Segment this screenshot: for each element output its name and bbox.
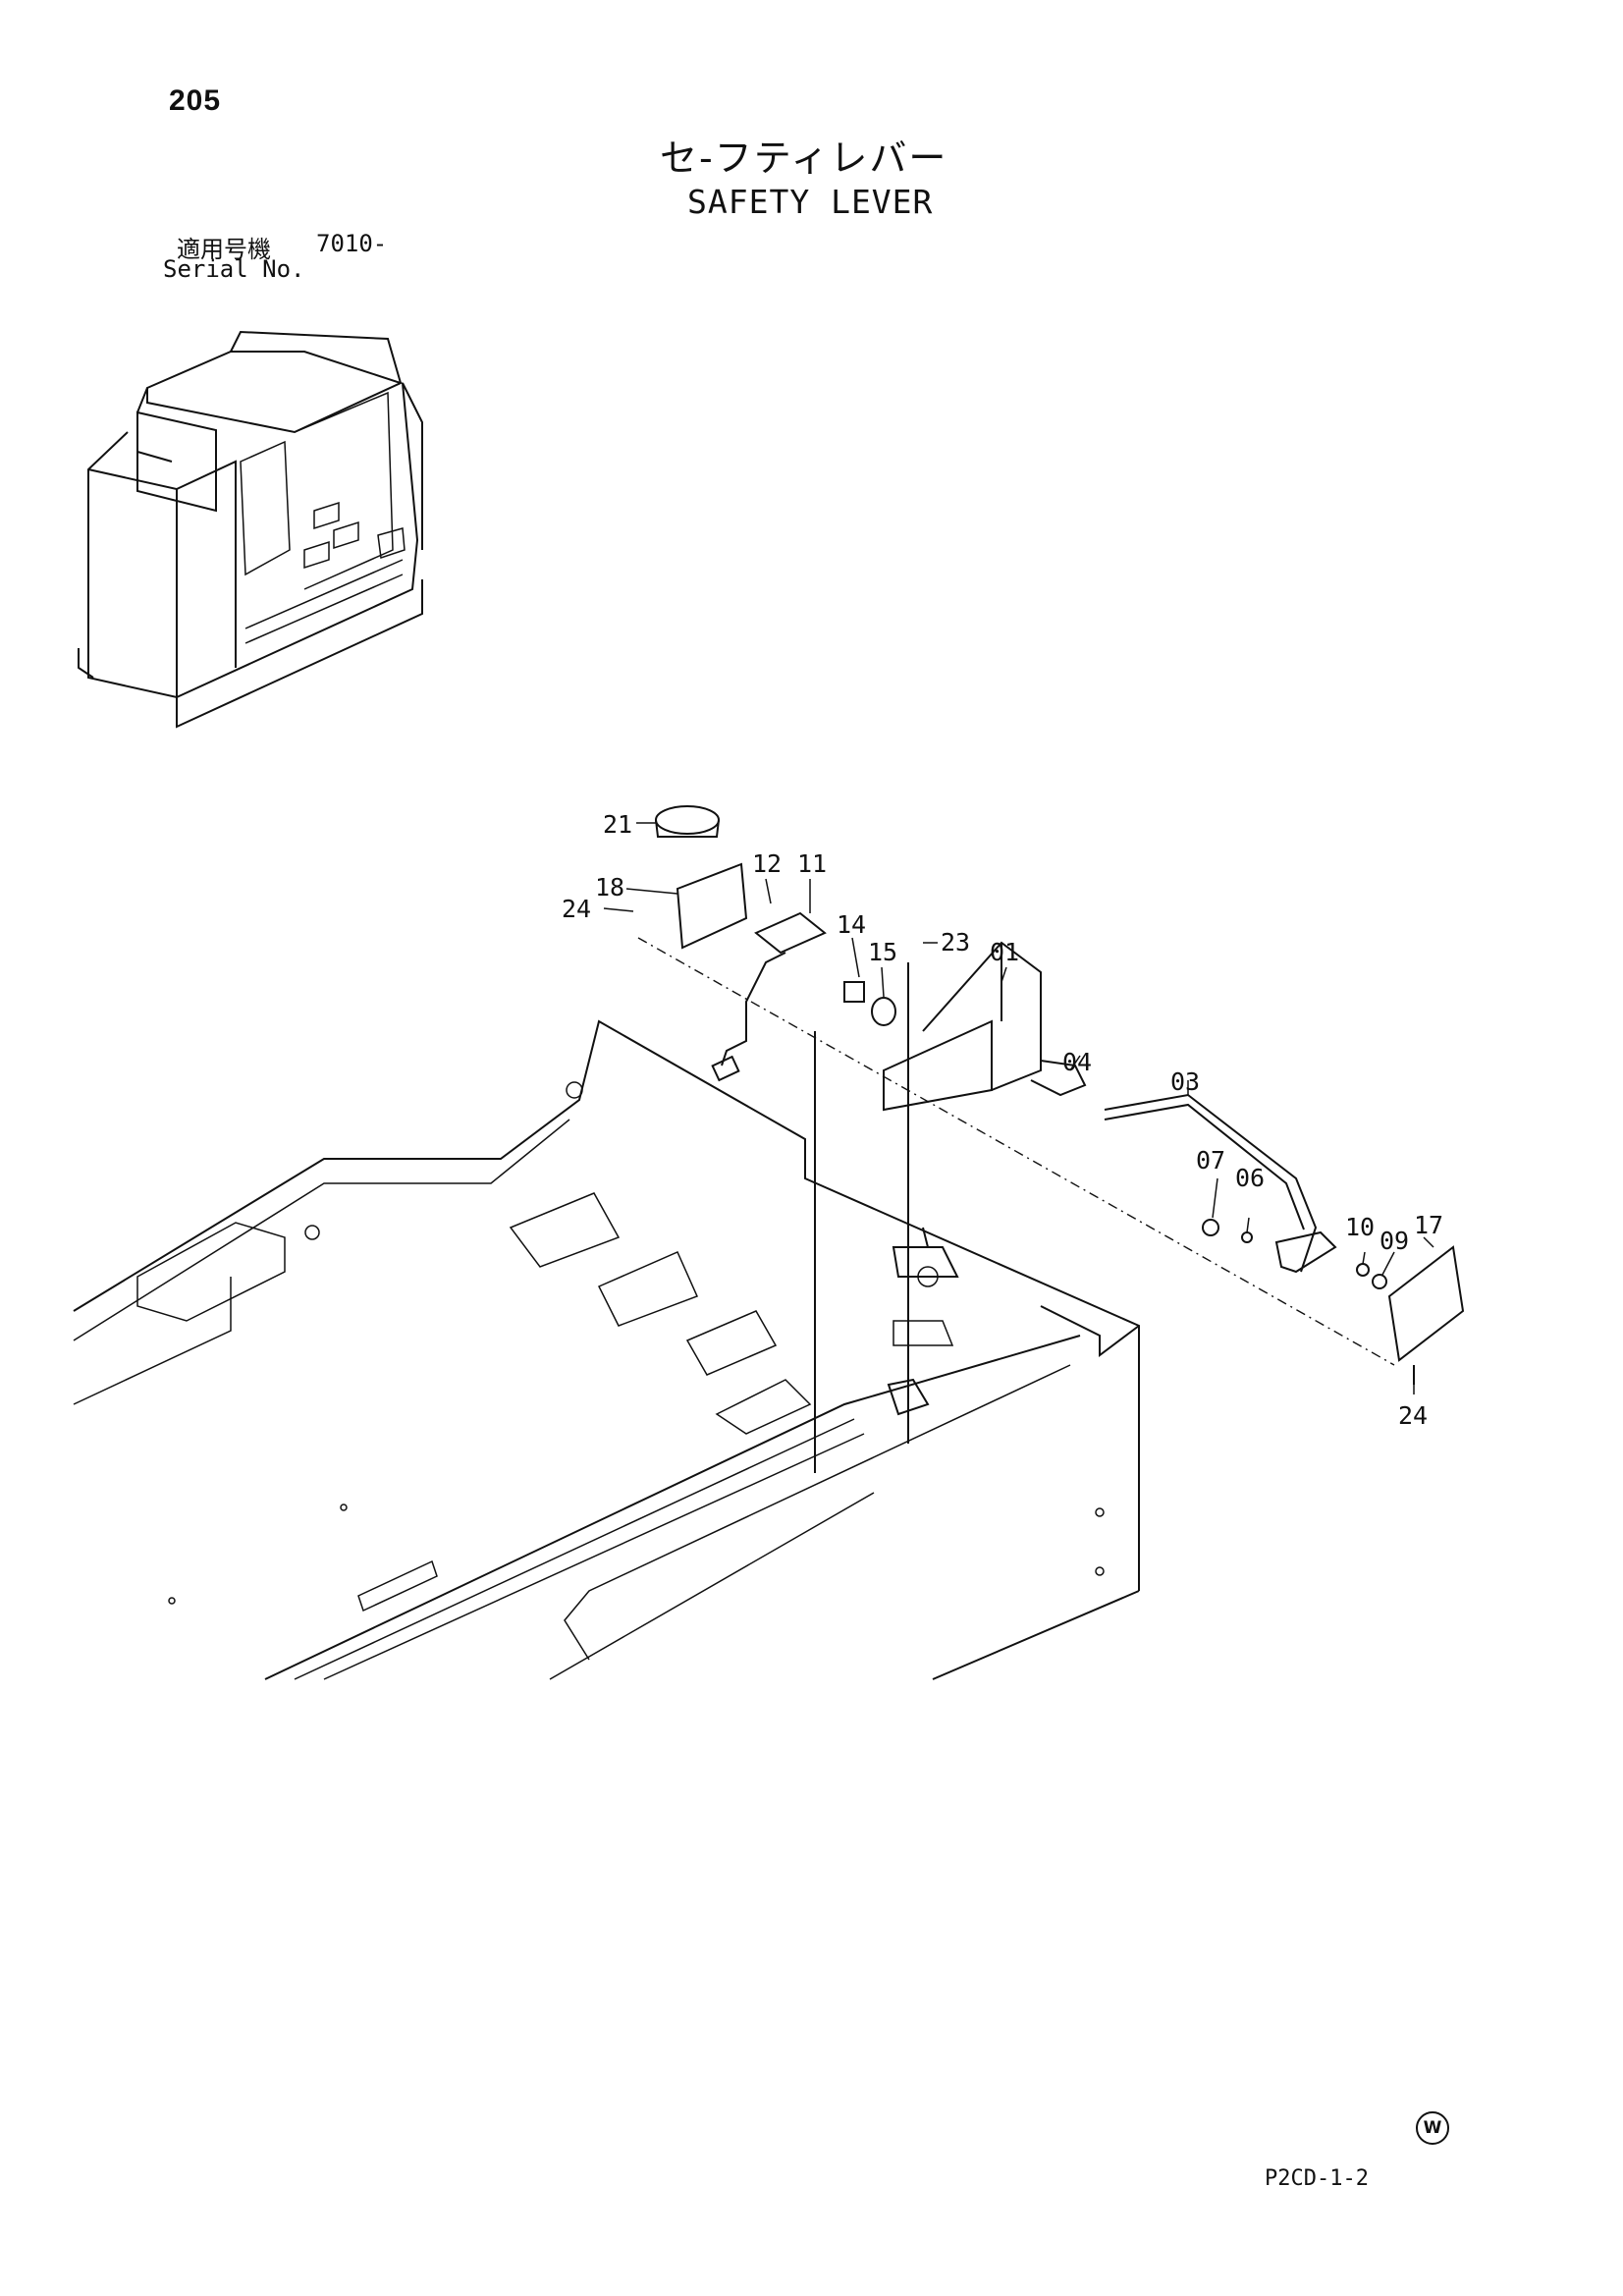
callout-18: 18 [595,873,624,902]
lever-assembly [637,805,1465,1473]
manufacturer-mark: W [1416,2111,1449,2145]
callout-24-lower: 24 [1398,1401,1428,1430]
title-japanese: セ-フティレバー [660,137,948,180]
title-english: SAFETY LEVER [687,183,934,221]
callout-06: 06 [1235,1164,1265,1192]
callout-21: 21 [603,810,632,839]
callout-17: 17 [1414,1211,1443,1239]
callout-15: 15 [868,938,897,966]
page-number: 205 [169,84,222,117]
callout-23: 23 [941,928,970,957]
callout-14: 14 [837,910,866,939]
callout-01: 01 [990,938,1019,966]
callout-09: 09 [1380,1227,1409,1255]
callout-04: 04 [1062,1048,1092,1076]
callout-03: 03 [1170,1067,1200,1096]
callout-07: 07 [1196,1146,1225,1175]
serial-value: 7010- [316,230,388,257]
callout-11: 11 [797,849,827,878]
serial-label-english: Serial No. [163,255,305,283]
callout-10: 10 [1345,1213,1375,1241]
serial-label-japanese: 適用号機 [177,236,271,263]
callout-24-upper: 24 [562,895,591,923]
document-code: P2CD-1-2 [1265,2166,1369,2191]
callout-12: 12 [752,849,782,878]
callout-leaders [603,822,1434,1394]
cab-overview [78,330,423,729]
floor-plate [73,1019,1140,1680]
